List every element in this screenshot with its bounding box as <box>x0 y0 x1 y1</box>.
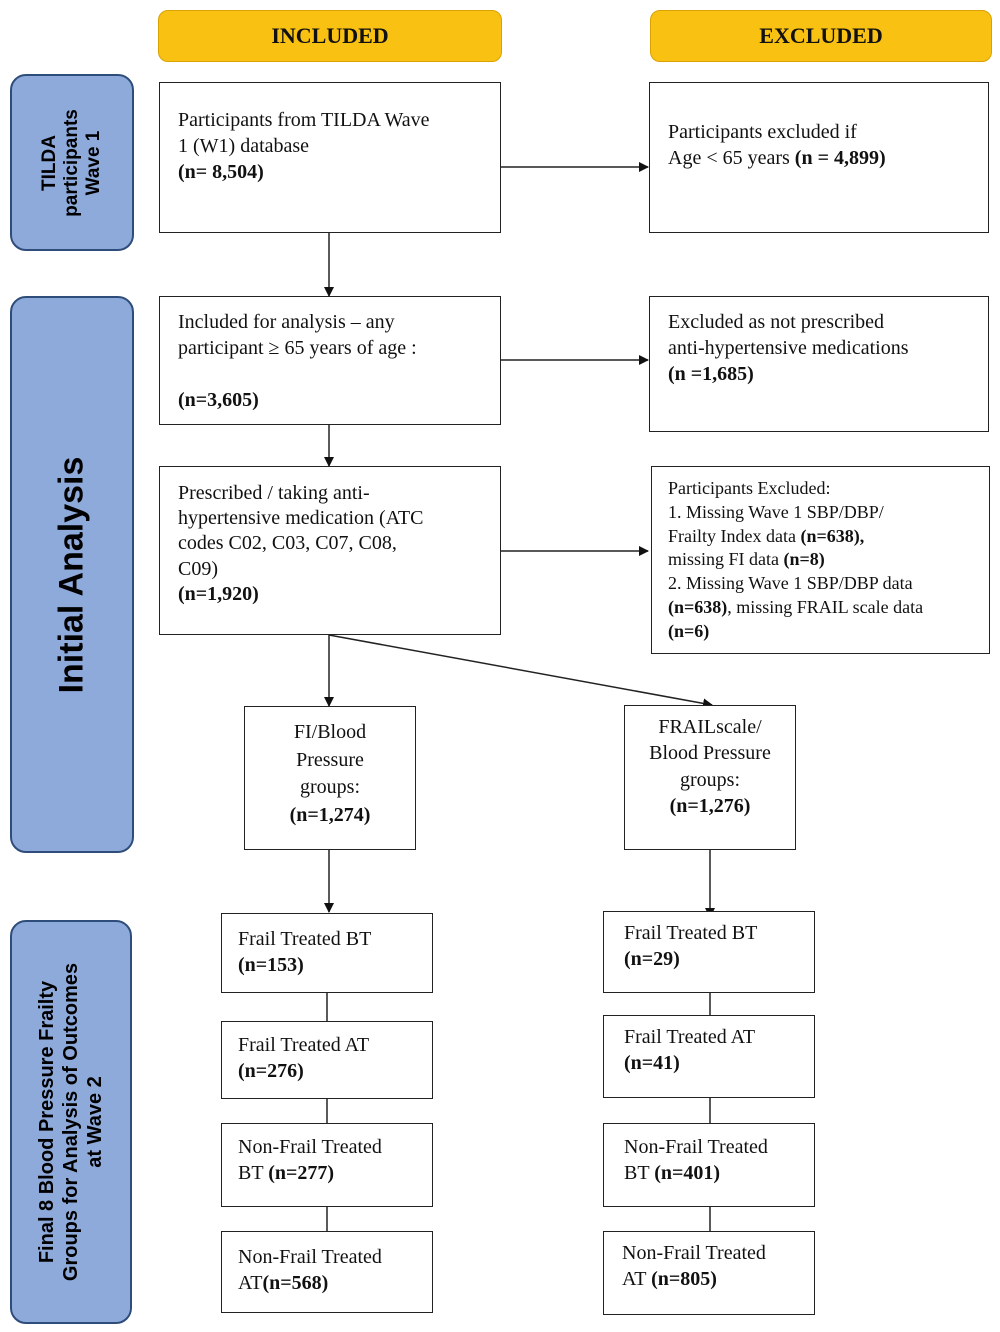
fi-result-label: Frail Treated BT <box>238 928 372 950</box>
fi-result-label2: AT <box>238 1272 263 1294</box>
excluded-missing-line6b: , missing FRAIL scale data <box>727 596 924 617</box>
excluded-missing-line2: 1. Missing Wave 1 SBP/DBP/ <box>668 501 884 522</box>
excluded-missing-line1: Participants Excluded: <box>668 478 831 498</box>
fi-result-frail-bt: Frail Treated BT (n=153) <box>221 913 433 993</box>
frail-result-frail-bt: Frail Treated BT (n=29) <box>603 911 815 993</box>
frail-result-label: Non-Frail Treated <box>624 1136 768 1158</box>
initial-analysis-side-label: Initial Analysis <box>10 296 134 853</box>
prescribed-line3: codes C02, C03, C07, C08, <box>178 532 397 555</box>
excluded-header: EXCLUDED <box>650 10 992 62</box>
fi-result-label: Frail Treated AT <box>238 1034 370 1056</box>
final-groups-side-label: Final 8 Blood Pressure Frailty Groups fo… <box>10 920 132 1324</box>
frail-groups-box: FRAILscale/ Blood Pressure groups: (n=1,… <box>624 705 796 850</box>
excluded-missing-line4a: missing FI data <box>668 549 784 570</box>
included-box: Included for analysis – any participant … <box>159 296 501 425</box>
frail-result-label: Non-Frail Treated <box>622 1242 766 1264</box>
fi-result-count: (n=276) <box>238 1060 304 1082</box>
fi-result-frail-at: Frail Treated AT (n=276) <box>221 1021 433 1099</box>
frail-result-label2: BT <box>624 1162 655 1184</box>
participants-box: Participants from TILDA Wave 1 (W1) data… <box>159 82 501 233</box>
frail-result-label2: AT <box>622 1268 652 1290</box>
excluded-missing-line7: (n=6) <box>668 620 710 641</box>
excluded-meds-count: (n =1,685) <box>668 363 754 385</box>
participants-line2: 1 (W1) database <box>178 135 310 157</box>
frail-result-count: (n=41) <box>624 1052 680 1074</box>
fi-result-count: (n=568) <box>262 1272 329 1294</box>
excluded-meds-box: Excluded as not prescribed anti-hyperten… <box>649 296 989 432</box>
excluded-age-line2: Age < 65 years <box>668 147 795 169</box>
excluded-missing-box: Participants Excluded: 1. Missing Wave 1… <box>651 466 990 654</box>
included-count: (n=3,605) <box>178 389 259 411</box>
fi-groups-box: FI/Blood Pressure groups: (n=1,274) <box>244 706 416 850</box>
included-line2: participant ≥ 65 years of age : <box>178 337 417 359</box>
prescribed-line4: C09) <box>178 557 218 580</box>
excluded-age-count: (n = 4,899) <box>794 147 886 169</box>
frail-groups-count: (n=1,276) <box>669 795 751 818</box>
fi-result-count: (n=277) <box>268 1162 335 1184</box>
excluded-age-box: Participants excluded if Age < 65 years … <box>649 82 989 233</box>
fi-result-nonfrail-bt: Non-Frail Treated BT (n=277) <box>221 1123 433 1207</box>
frail-result-count: (n=401) <box>654 1162 721 1184</box>
frail-result-count: (n=805) <box>651 1268 717 1290</box>
participants-count: (n= 8,504) <box>178 161 264 183</box>
included-line1: Included for analysis – any <box>178 311 395 333</box>
fi-result-label: Non-Frail Treated <box>238 1136 382 1158</box>
fi-groups-line1: FI/Blood <box>293 721 367 743</box>
fi-result-label2: BT <box>238 1162 269 1184</box>
prescribed-line1: Prescribed / taking anti- <box>178 482 370 504</box>
prescribed-count: (n=1,920) <box>178 582 259 605</box>
frail-result-nonfrail-bt: Non-Frail Treated BT (n=401) <box>603 1123 815 1207</box>
arrow-prescribed-to-frail <box>328 634 713 709</box>
excluded-meds-line1: Excluded as not prescribed <box>668 311 885 333</box>
fi-groups-line2: Pressure <box>296 748 364 771</box>
frail-groups-line3: groups: <box>680 768 740 791</box>
fi-groups-count: (n=1,274) <box>289 803 371 826</box>
excluded-missing-line5: 2. Missing Wave 1 SBP/DBP data <box>668 573 913 593</box>
included-header: INCLUDED <box>158 10 502 62</box>
tilda-side-label: TILDA participants Wave 1 <box>10 74 134 251</box>
frail-groups-line2: Blood Pressure <box>649 742 771 765</box>
excluded-age-line1: Participants excluded if <box>668 121 857 143</box>
frail-result-label: Frail Treated AT <box>624 1026 756 1048</box>
frail-result-frail-at: Frail Treated AT (n=41) <box>603 1015 815 1098</box>
excluded-missing-line3a: Frailty Index data <box>668 525 801 546</box>
excluded-header-text: EXCLUDED <box>759 23 883 48</box>
prescribed-box: Prescribed / taking anti- hypertensive m… <box>159 466 501 635</box>
excluded-meds-line2: anti-hypertensive medications <box>668 337 909 359</box>
fi-result-label: Non-Frail Treated <box>238 1246 382 1268</box>
prescribed-line2: hypertensive medication (ATC <box>178 507 424 530</box>
excluded-missing-line4b: (n=8) <box>783 549 825 570</box>
fi-result-count: (n=153) <box>238 954 304 976</box>
fi-result-nonfrail-at: Non-Frail Treated AT(n=568) <box>221 1231 433 1313</box>
excluded-missing-line3b: (n=638), <box>800 525 865 546</box>
frail-groups-line1: FRAILscale/ <box>658 716 762 738</box>
frail-result-nonfrail-at: Non-Frail Treated AT (n=805) <box>603 1231 815 1315</box>
excluded-missing-line6a: (n=638) <box>668 596 728 617</box>
participants-line1: Participants from TILDA Wave <box>178 109 430 131</box>
frail-result-label: Frail Treated BT <box>624 922 758 944</box>
fi-groups-line3: groups: <box>300 776 360 799</box>
frail-result-count: (n=29) <box>624 948 680 970</box>
included-header-text: INCLUDED <box>271 23 389 48</box>
